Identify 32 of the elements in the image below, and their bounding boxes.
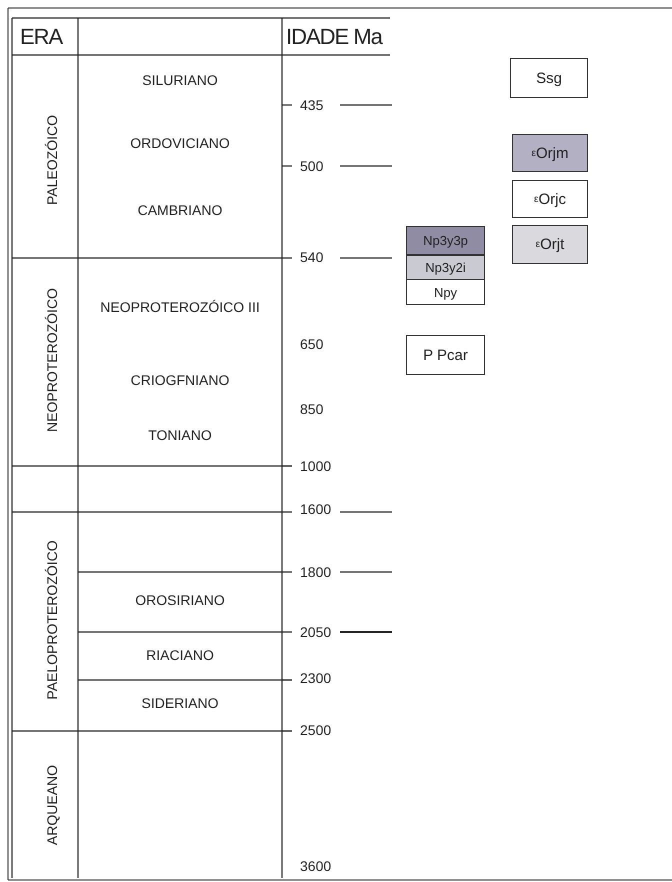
period-name: NEOPROTEROZÓICO III <box>100 300 260 314</box>
age-value: 1600 <box>300 502 332 516</box>
age-value: 540 <box>300 250 324 264</box>
age-value: 2500 <box>300 723 332 737</box>
era-name: ARQUEANO <box>45 764 59 846</box>
era-name: PALEOZÓICO <box>45 115 59 205</box>
rock-unit-box: P Pcar <box>406 335 485 375</box>
age-value: 1800 <box>300 565 332 579</box>
rock-unit-box: Npy <box>406 279 485 305</box>
age-value: 650 <box>300 337 324 351</box>
age-value: 1000 <box>300 459 332 473</box>
age-value: 2300 <box>300 671 332 685</box>
period-name: SIDERIANO <box>142 696 218 710</box>
period-name: ORDOVICIANO <box>130 136 230 150</box>
column-header: ERA <box>20 26 62 48</box>
age-value: 850 <box>300 402 324 416</box>
age-value: 435 <box>300 98 324 112</box>
age-value: 3600 <box>300 859 332 873</box>
period-name: OROSIRIANO <box>135 593 225 607</box>
period-name: CRIOGFNIANO <box>130 373 230 387</box>
rock-unit-box: Np3y3p <box>406 226 485 255</box>
column-header: IDADE Ma <box>286 26 382 48</box>
period-name: CAMBRIANO <box>138 203 222 217</box>
rock-unit-box: Ssg <box>510 58 588 98</box>
age-value: 500 <box>300 159 324 173</box>
rock-unit-box: Np3y2i <box>406 255 485 280</box>
period-name: TONIANO <box>148 428 212 442</box>
period-name: SILURIANO <box>142 73 218 87</box>
era-name: PAELOPROTEROZÓICO <box>45 540 59 700</box>
period-name: RIACIANO <box>146 648 214 662</box>
age-value: 2050 <box>300 625 332 639</box>
era-name: NEOPROTEROZÓICO <box>45 288 59 432</box>
